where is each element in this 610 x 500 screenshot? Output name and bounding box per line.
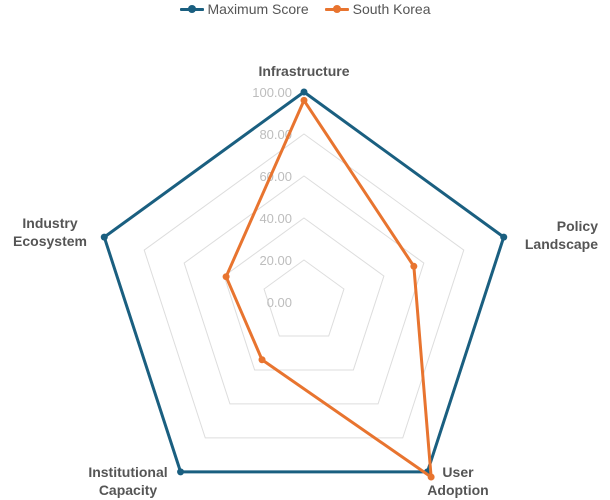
legend-swatch-south-korea — [324, 4, 349, 14]
series-0-point-1 — [500, 233, 508, 241]
series-1-point-2 — [427, 473, 435, 481]
series-0-point-4 — [100, 233, 108, 241]
axis-label-0: Infrastructure — [258, 63, 349, 79]
tick-label-1: 20.00 — [259, 253, 292, 268]
grid-ring-4 — [143, 133, 465, 439]
series-1-point-4 — [222, 273, 230, 281]
legend-dot-maximum-score — [187, 5, 196, 13]
tick-label-3: 60.00 — [259, 169, 292, 184]
tick-label-4: 80.00 — [259, 127, 292, 142]
series-0-point-0 — [300, 88, 308, 96]
legend-dot-south-korea — [332, 5, 341, 13]
legend-swatch-maximum-score — [179, 4, 204, 14]
series-1-point-3 — [258, 356, 266, 364]
series-line-1 — [224, 98, 433, 479]
legend: Maximum Score South Korea — [0, 0, 610, 18]
grid-ring-1 — [263, 259, 345, 337]
series-1-point-0 — [300, 96, 308, 104]
series-0-point-3 — [177, 468, 185, 476]
grid-ring-5 — [103, 91, 505, 473]
grid-ring-2 — [223, 217, 385, 371]
tick-label-0: 0.00 — [267, 295, 292, 310]
series-1-point-1 — [410, 262, 418, 270]
tick-label-2: 40.00 — [259, 211, 292, 226]
legend-label-south-korea: South Korea — [352, 1, 431, 17]
series-line-0 — [102, 90, 506, 474]
legend-label-maximum-score: Maximum Score — [207, 1, 309, 17]
tick-label-5: 100.00 — [252, 85, 292, 100]
legend-item-south-korea[interactable]: South Korea — [324, 1, 431, 17]
legend-item-maximum-score[interactable]: Maximum Score — [179, 1, 309, 17]
